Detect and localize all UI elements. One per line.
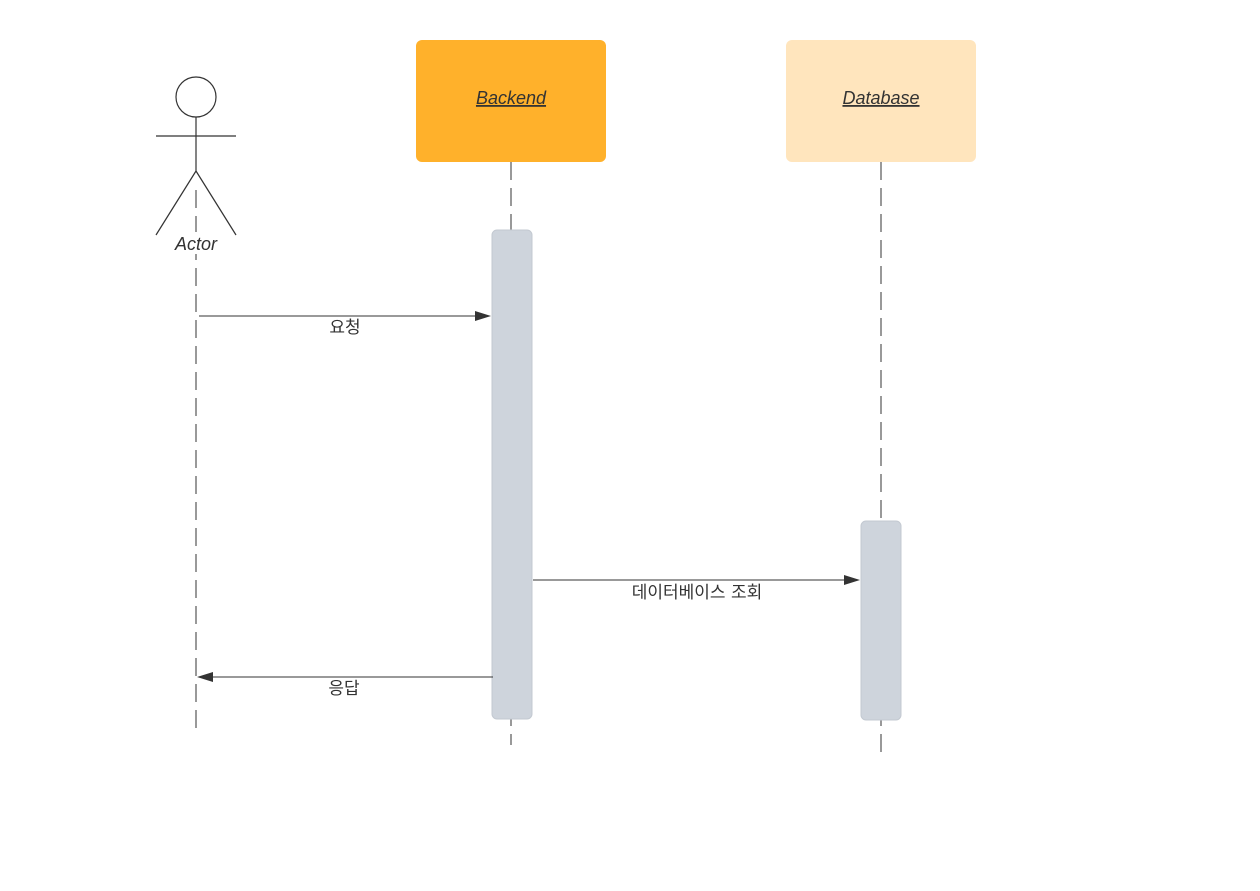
actor-left-leg <box>155 170 197 236</box>
message-request-arrow-icon <box>475 311 491 321</box>
actor-label: Actor <box>174 234 218 254</box>
participant-backend-box <box>416 40 606 162</box>
message-response[interactable]: 응답 <box>197 672 493 699</box>
actor-figure[interactable]: Actor <box>155 76 237 254</box>
message-response-arrow-icon <box>197 672 213 682</box>
actor-head <box>175 76 217 118</box>
backend-activation <box>491 229 533 720</box>
message-request-label: 요청 <box>329 318 360 338</box>
message-db-query[interactable]: 데이터베이스 조회 <box>533 575 860 603</box>
database-activation <box>860 520 902 721</box>
message-db-query-label: 데이터베이스 조회 <box>632 583 763 603</box>
message-request[interactable]: 요청 <box>199 311 491 338</box>
participant-backend[interactable]: Backend <box>416 40 606 162</box>
message-db-query-arrow-icon <box>844 575 860 585</box>
participant-database-box <box>786 40 976 162</box>
participant-backend-label: Backend <box>476 88 547 108</box>
actor-right-leg <box>195 170 237 236</box>
message-response-label: 응답 <box>328 679 360 699</box>
participant-database[interactable]: Database <box>786 40 976 162</box>
participant-database-label: Database <box>842 88 919 108</box>
actor-label-bg <box>168 232 224 254</box>
